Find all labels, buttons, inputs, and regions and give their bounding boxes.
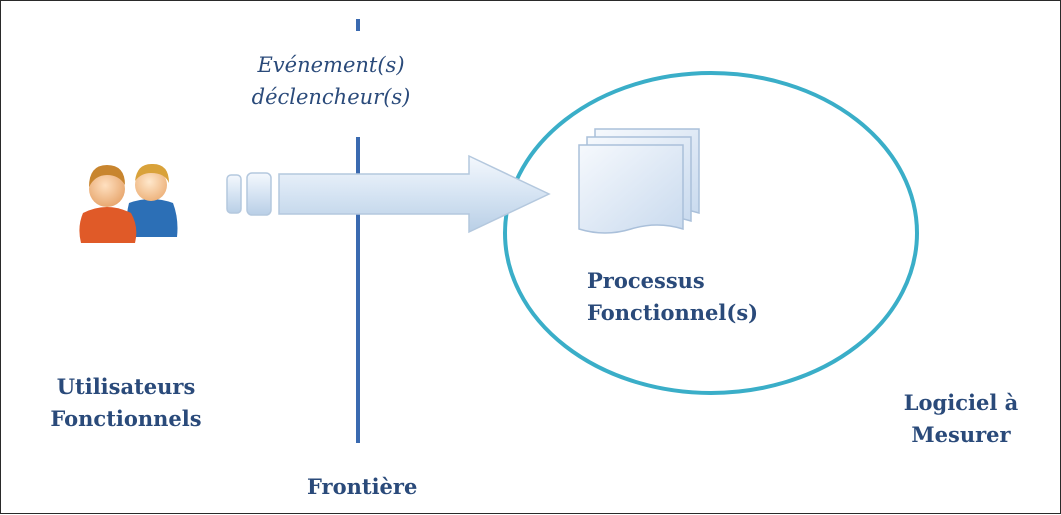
software-line2: Mesurer bbox=[911, 422, 1011, 447]
functional-process-line1: Processus bbox=[587, 268, 705, 293]
functional-users-line1: Utilisateurs bbox=[56, 374, 196, 399]
software-line1: Logiciel à bbox=[903, 390, 1019, 415]
boundary-label: Frontière bbox=[307, 471, 417, 503]
trigger-events-label: Evénement(s) déclencheur(s) bbox=[231, 49, 431, 113]
trigger-events-line2: déclencheur(s) bbox=[251, 85, 411, 109]
functional-process-line2: Fonctionnel(s) bbox=[587, 300, 759, 325]
software-boundary-ellipse bbox=[503, 71, 919, 395]
data-movement-arrow-icon bbox=[226, 154, 551, 234]
users-icon bbox=[79, 163, 178, 243]
functional-users-line2: Fonctionnels bbox=[50, 406, 202, 431]
functional-process-label: Processus Fonctionnel(s) bbox=[587, 265, 758, 329]
trigger-events-line1: Evénement(s) bbox=[257, 53, 405, 77]
software-to-measure-label: Logiciel à Mesurer bbox=[891, 387, 1031, 451]
boundary-label-text: Frontière bbox=[307, 474, 418, 499]
documents-stack-icon bbox=[578, 128, 700, 234]
functional-users-label: Utilisateurs Fonctionnels bbox=[41, 371, 211, 435]
